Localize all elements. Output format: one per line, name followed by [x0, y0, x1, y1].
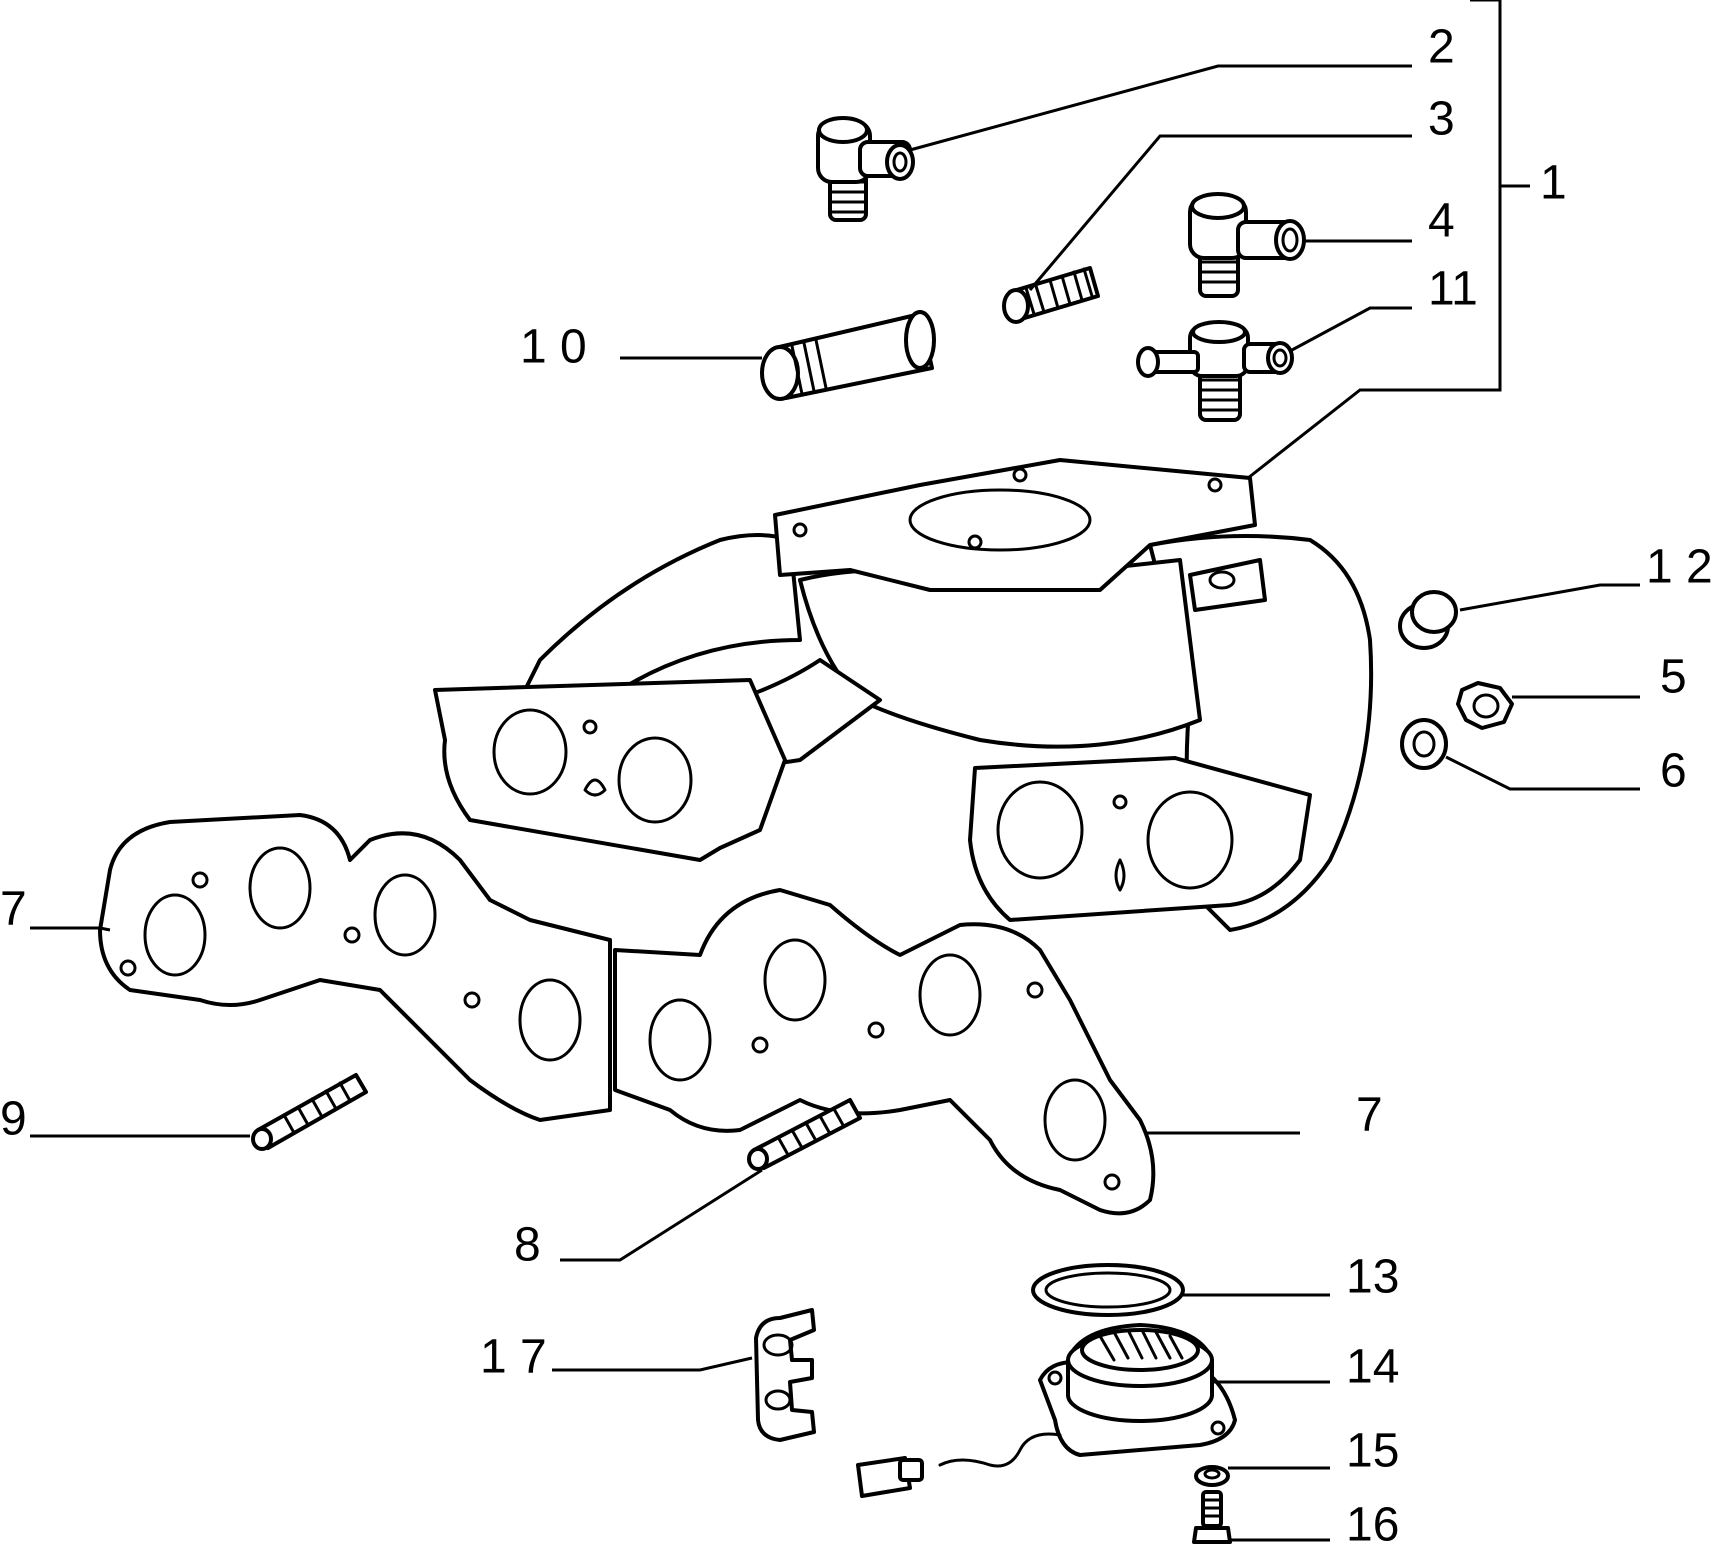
- callout-3: 3: [1428, 93, 1455, 146]
- part-14-sensor: [856, 1323, 1237, 1498]
- callout-2: 2: [1428, 21, 1455, 74]
- callout-4: 4: [1428, 195, 1455, 248]
- leader-3: [1028, 134, 1412, 291]
- callout-7-right: 7: [1356, 1089, 1383, 1142]
- part-9-stud: [251, 1073, 368, 1151]
- part-12-plug: [1398, 590, 1458, 650]
- callout-17: 1 7: [480, 1331, 547, 1384]
- part-3-threaded-union: [1002, 266, 1100, 324]
- callout-5: 5: [1660, 651, 1687, 704]
- part-17-clip: [754, 1308, 816, 1442]
- callout-7-left: 7: [0, 883, 27, 936]
- part-10-threaded-tube: [760, 310, 936, 401]
- part-13-o-ring: [1031, 1263, 1185, 1317]
- bracket-1: [1470, 0, 1502, 392]
- part-5-nut: [1456, 681, 1514, 730]
- callout-14: 14: [1346, 1341, 1399, 1394]
- leader-17: [552, 1356, 753, 1372]
- part-7-gasket-right: [613, 888, 1156, 1216]
- callout-9: 9: [0, 1093, 27, 1146]
- part-6-washer: [1400, 718, 1448, 770]
- leader-12: [1459, 583, 1640, 612]
- callout-16: 16: [1346, 1499, 1399, 1550]
- callout-6: 6: [1660, 745, 1687, 798]
- leader-11: [1291, 306, 1412, 352]
- leader-6: [1445, 755, 1640, 791]
- part-8-stud: [747, 1098, 862, 1171]
- part-11-tee-fitting: [1136, 320, 1294, 422]
- part-16-screw: [1192, 1490, 1232, 1544]
- leader-1-manifold: [1247, 388, 1500, 480]
- callout-12: 1 2: [1646, 541, 1713, 594]
- leader-7a: [30, 926, 111, 932]
- part-2-elbow-fitting: [816, 116, 915, 222]
- callout-13: 13: [1346, 1251, 1399, 1304]
- callout-1: 1: [1540, 157, 1567, 210]
- leader-8: [560, 1168, 763, 1262]
- callout-labels: 1 2 3 4 5 6 7 7 8 9 1 0 11 1 2 13 14 15 …: [0, 21, 1713, 1550]
- callout-11: 11: [1428, 263, 1478, 316]
- callout-15: 15: [1346, 1425, 1399, 1478]
- callout-10: 1 0: [520, 321, 587, 374]
- part-7-gasket-left: [98, 813, 612, 1122]
- leader-2: [909, 64, 1412, 152]
- part-15-washer: [1194, 1465, 1230, 1487]
- callout-8: 8: [514, 1219, 541, 1272]
- part-4-elbow-fitting: [1188, 192, 1306, 298]
- leader-lines: [30, 0, 1640, 1542]
- part-1-intake-manifold: [433, 458, 1374, 932]
